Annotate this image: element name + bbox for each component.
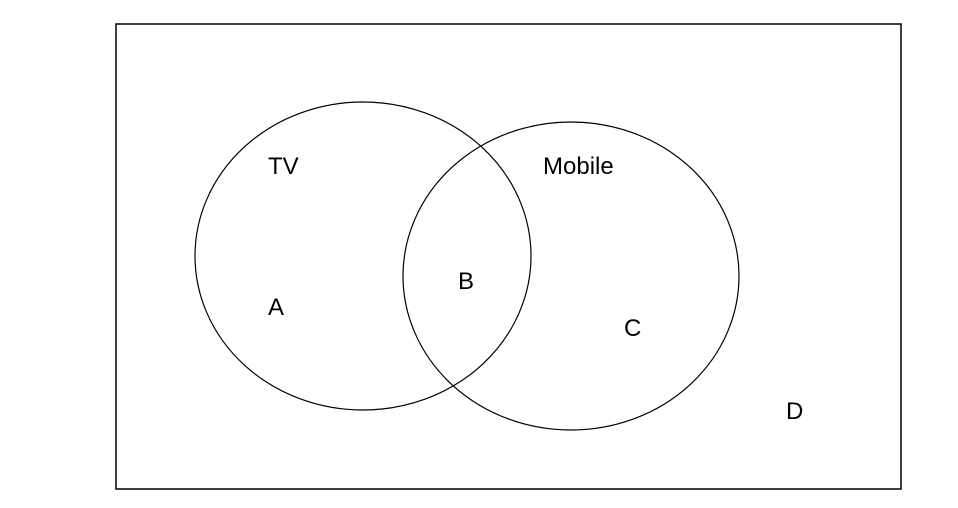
region-b-label: B <box>458 268 474 295</box>
region-a-label: A <box>268 294 284 321</box>
tv-set-label: TV <box>268 153 299 180</box>
universe-rectangle <box>115 23 902 490</box>
region-c-label: C <box>624 315 641 342</box>
mobile-set-label: Mobile <box>543 153 614 180</box>
mobile-set-ellipse <box>402 121 740 431</box>
region-d-label: D <box>786 398 803 425</box>
tv-set-ellipse <box>194 101 532 411</box>
